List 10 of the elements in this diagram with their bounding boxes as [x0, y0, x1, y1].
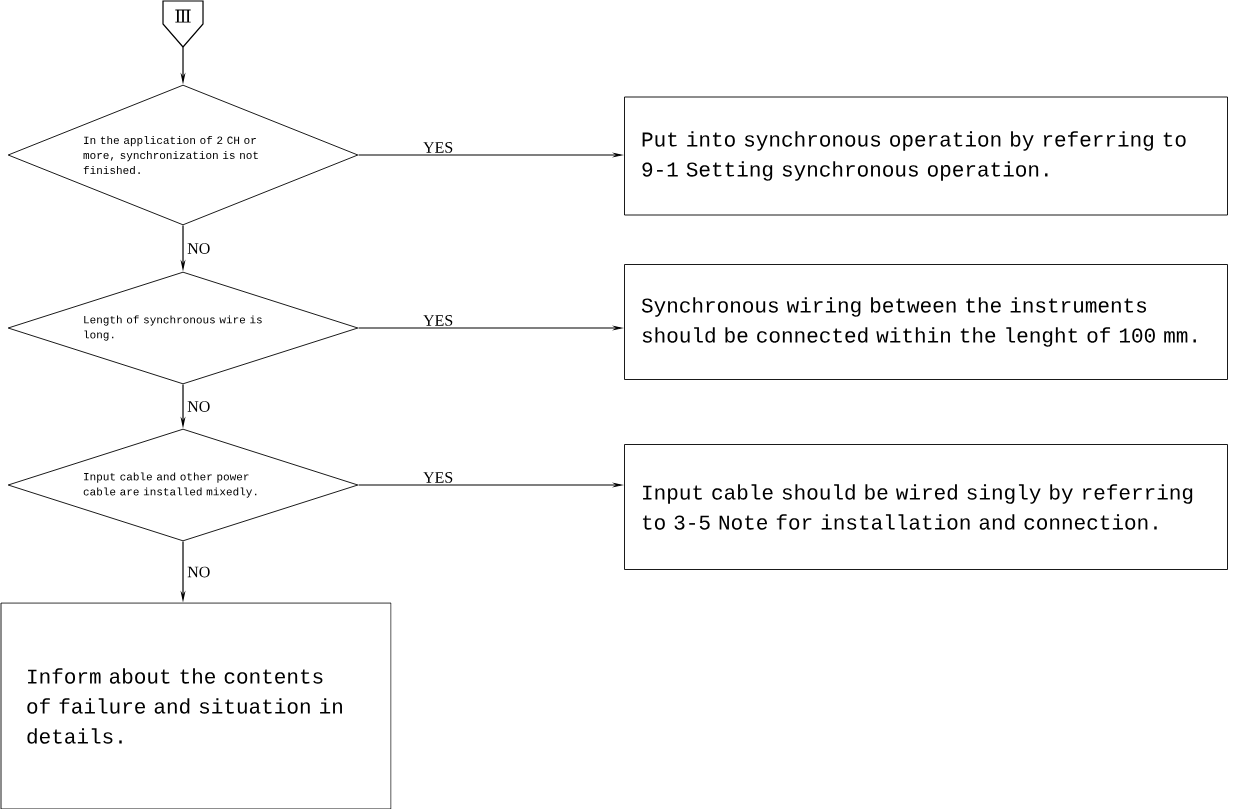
edge-label: YES — [422, 314, 455, 327]
edge-label: YES — [422, 471, 455, 484]
process-box: Input cable should be wired singly by referring to 3-5 Note for installation and connection. — [624, 444, 1228, 570]
edge-label: NO — [186, 242, 212, 255]
edge-label: NO — [186, 565, 212, 579]
edge-label: YES — [422, 141, 455, 154]
process-box: Put into synchronous operation by referring to 9-1 Setting synchronous operation. — [624, 96, 1228, 216]
process-box: Synchronous wiring between the instruments should be connected within the lenght of 100 mm. — [624, 264, 1228, 380]
edge-label: NO — [186, 400, 212, 413]
process-box: Inform about the contents of failure and situation in details. — [0, 602, 392, 809]
